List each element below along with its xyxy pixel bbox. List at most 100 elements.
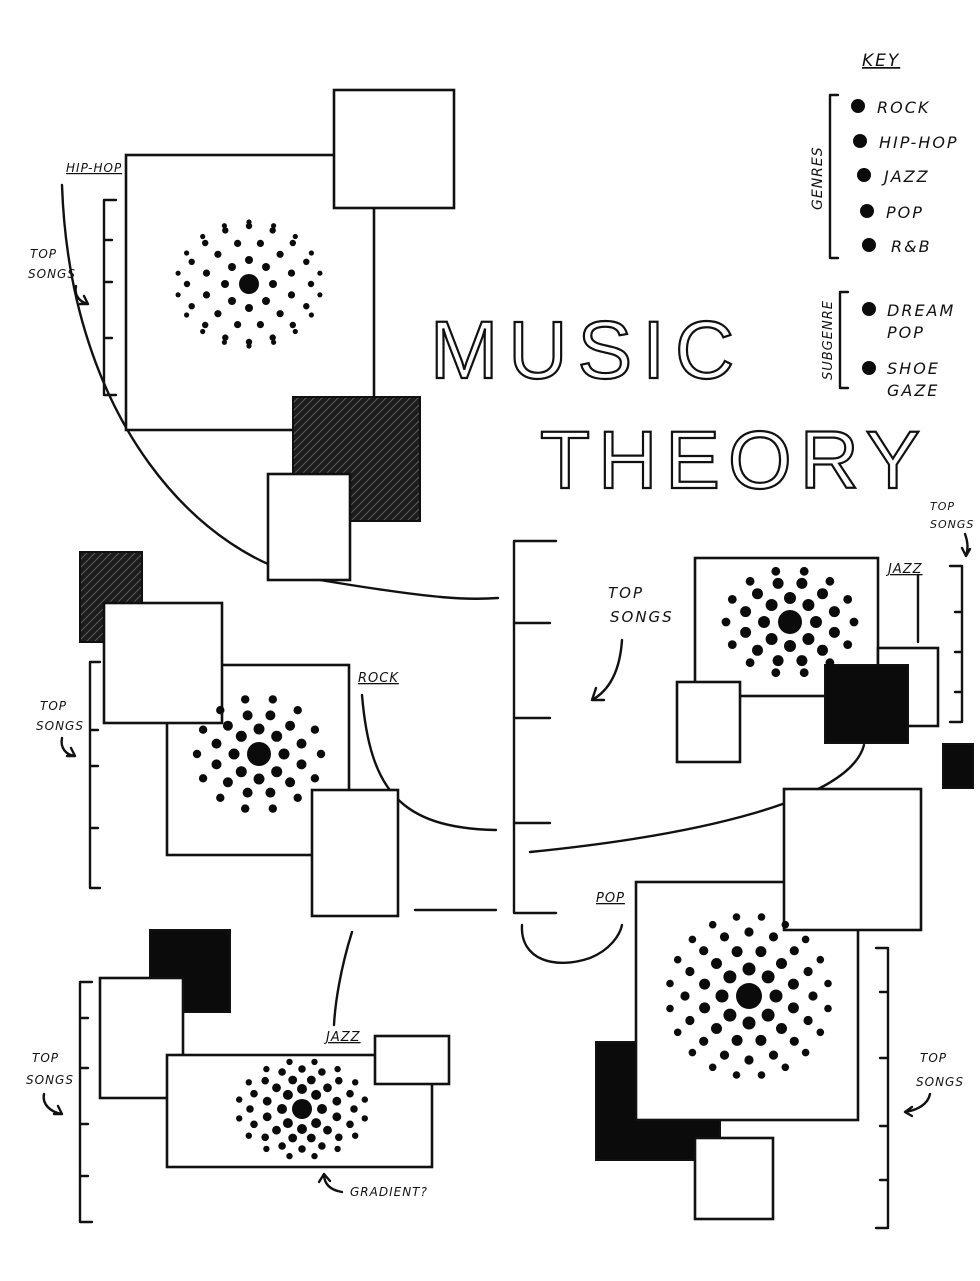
key-subgenre-dreampop-1: DREAM	[887, 301, 955, 320]
burst-dot	[723, 970, 737, 984]
legend-key: KEY GENRES ROCK HIP-HOP JAZZ POP R&B SUB…	[810, 51, 957, 400]
burst-dot	[755, 946, 767, 958]
burst-dot	[211, 759, 222, 770]
burst-dot	[803, 966, 813, 977]
burst-dot	[265, 710, 276, 721]
burst-dot	[253, 773, 265, 785]
burst-dot	[771, 668, 781, 678]
burst-dot	[803, 1015, 813, 1026]
burst-dot	[817, 644, 828, 656]
burst-dot	[278, 748, 290, 760]
cluster-jazz-bottom: JAZZ TOP SONGS GRADIENT?	[26, 929, 451, 1224]
pop-genre-label: POP	[596, 891, 625, 906]
burst-dot	[776, 958, 787, 969]
burst-dot	[719, 932, 730, 942]
jazz-bottom-small-card	[373, 1034, 451, 1086]
burst-dot	[784, 592, 796, 604]
burst-dot	[801, 1048, 810, 1057]
burst-dot	[235, 730, 247, 742]
burst-dot	[789, 946, 799, 956]
burst-dot	[810, 616, 822, 628]
burst-dot	[719, 1050, 730, 1060]
cluster-jazz-right: JAZZ TOP SONGS	[675, 500, 974, 789]
key-dot-shoegaze	[862, 361, 876, 375]
burst-dot	[235, 766, 247, 778]
key-genres-label: GENRES	[810, 146, 826, 210]
burst-dot	[711, 958, 722, 969]
burst-dot	[808, 991, 818, 1001]
burst-center-dot	[292, 1099, 312, 1119]
burst-dot	[332, 1112, 342, 1122]
burst-dot	[261, 1133, 270, 1142]
burst-dot	[731, 1034, 743, 1046]
burst-dot	[297, 1084, 307, 1094]
key-dot-jazz	[857, 168, 871, 182]
jazz-right-genre-label: JAZZ	[885, 562, 923, 577]
burst-dot	[708, 1063, 717, 1072]
burst-dot	[261, 1076, 270, 1085]
key-dot-hiphop	[853, 134, 867, 148]
burst-dot	[723, 1008, 737, 1022]
burst-dot	[307, 280, 315, 288]
key-dot-rock	[851, 99, 865, 113]
burst-dot	[744, 1055, 754, 1065]
burst-dot	[742, 962, 756, 976]
burst-dot	[222, 227, 229, 234]
burst-dot	[246, 1105, 254, 1113]
burst-center-dot	[239, 274, 259, 294]
burst-dot	[287, 269, 296, 277]
connector-jazz-right	[528, 743, 866, 854]
title-line-2: THEORY	[540, 415, 928, 506]
burst-dot	[250, 1120, 258, 1129]
burst-center-dot	[778, 610, 802, 634]
burst-dot	[271, 339, 277, 345]
burst-dot	[263, 1065, 270, 1073]
burst-dot	[781, 1063, 790, 1072]
jazz-right-dot-burst	[721, 566, 859, 678]
title-line-1: MUSIC	[430, 305, 744, 396]
hiphop-side-card	[332, 88, 456, 210]
burst-dot	[202, 269, 211, 277]
key-subgenre-label: SUBGENRE	[821, 300, 836, 380]
burst-dot	[242, 710, 253, 721]
burst-dot	[282, 1089, 293, 1100]
burst-dot	[352, 1132, 359, 1139]
burst-dot	[685, 1015, 695, 1026]
burst-dot	[202, 291, 211, 299]
jazz-bottom-note: GRADIENT?	[350, 1185, 428, 1199]
burst-dot	[740, 626, 752, 638]
burst-dot	[245, 222, 253, 230]
connector-hiphop	[60, 183, 500, 601]
burst-dot	[262, 263, 270, 271]
key-genre-jazz: JAZZ	[881, 167, 930, 186]
burst-dot	[317, 292, 323, 298]
burst-dot	[796, 577, 808, 589]
burst-dot	[288, 1133, 298, 1143]
burst-dot	[765, 599, 778, 611]
cluster-pop: POP TOP SONGS	[595, 787, 963, 1230]
burst-dot	[311, 1058, 318, 1066]
burst-dot	[269, 227, 276, 234]
burst-dot	[776, 1023, 787, 1034]
hiphop-genre-label: HIP-HOP	[66, 161, 122, 175]
burst-dot	[708, 920, 717, 929]
burst-dot	[242, 787, 253, 798]
burst-dot	[271, 730, 283, 742]
burst-dot	[361, 1115, 368, 1122]
burst-dot	[688, 935, 697, 944]
burst-dot	[256, 239, 264, 247]
jazz-right-tiny-black-square	[942, 743, 974, 789]
burst-dot	[755, 1034, 767, 1046]
burst-dot	[221, 339, 227, 345]
burst-dot	[825, 658, 835, 668]
hiphop-small-card	[266, 472, 352, 582]
burst-dot	[184, 312, 190, 318]
burst-dot	[200, 233, 206, 240]
burst-dot	[732, 913, 741, 921]
burst-dot	[241, 695, 250, 704]
burst-dot	[306, 1133, 316, 1143]
burst-dot	[761, 1008, 775, 1022]
pop-side-card	[782, 787, 923, 932]
burst-dot	[268, 804, 277, 813]
burst-dot	[721, 617, 731, 627]
